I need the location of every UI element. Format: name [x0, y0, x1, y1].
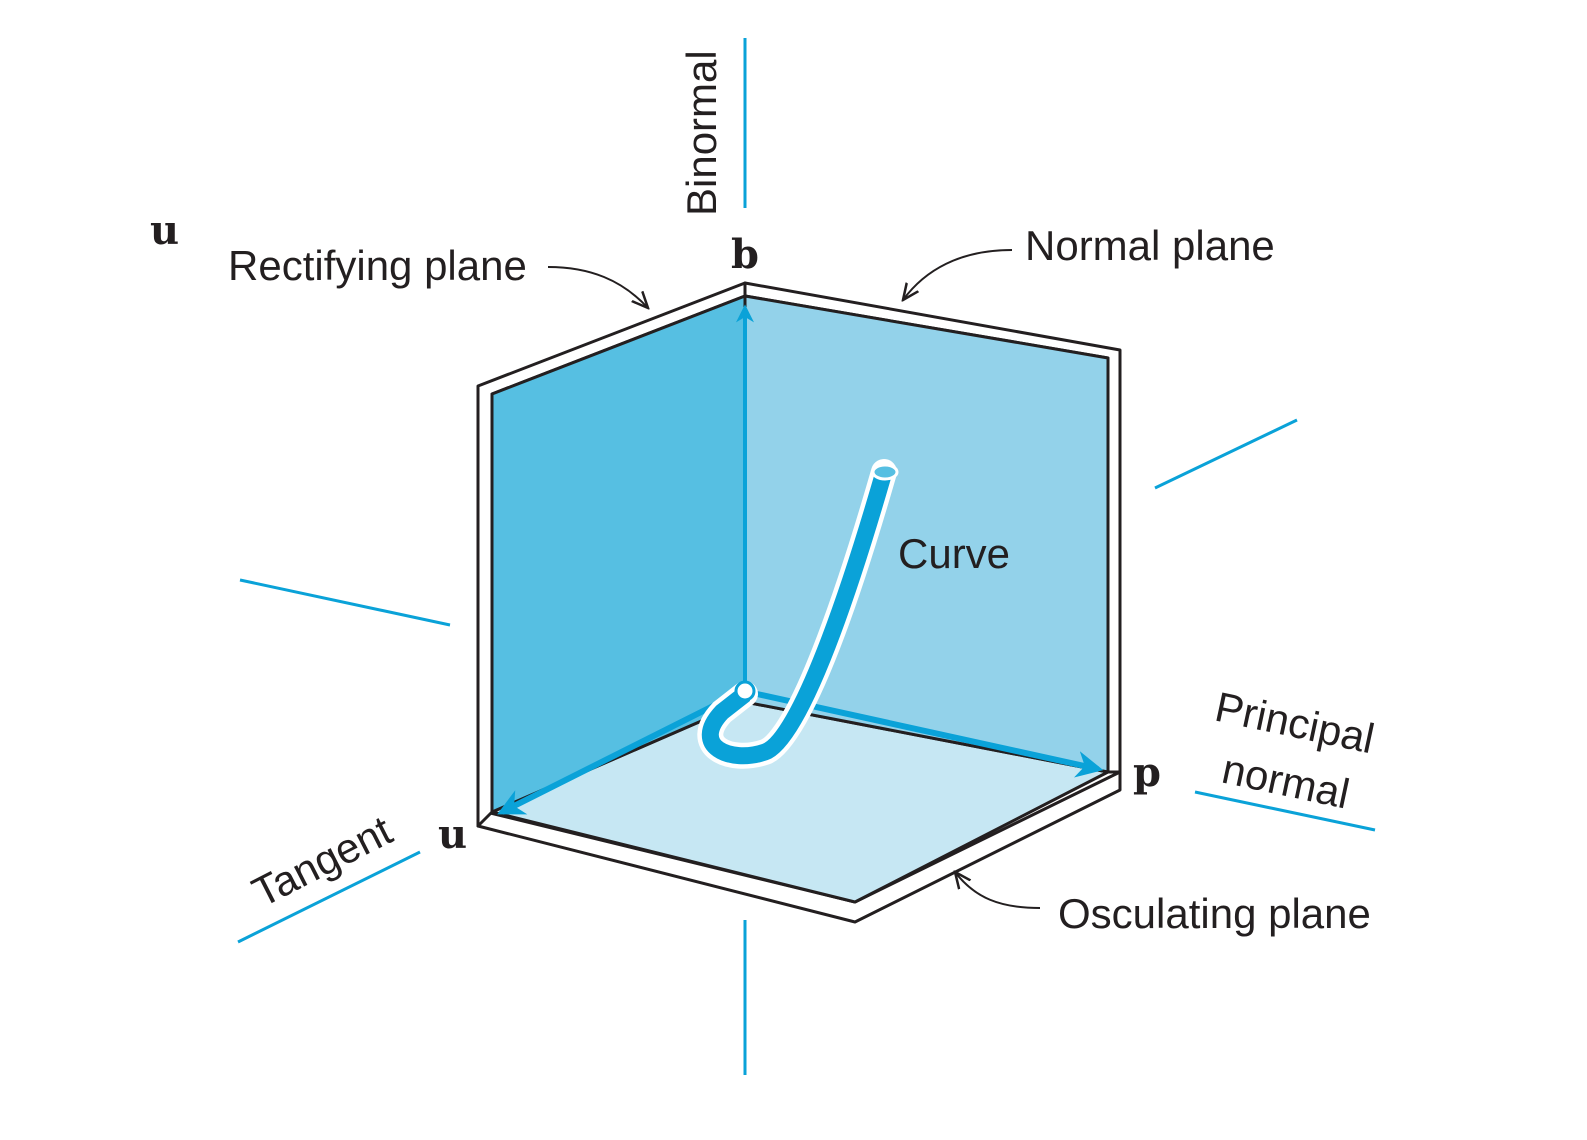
- curve-tube: [701, 469, 893, 765]
- rectifying-plane-pointer: [547, 266, 648, 308]
- tangent-axis-upper: [1154, 418, 1298, 490]
- osculating-plane-pointer: [955, 872, 1041, 909]
- principal-normal-axis-left: [239, 578, 451, 627]
- vector-u-label: u: [438, 811, 467, 858]
- vector-b-label: b: [731, 231, 759, 278]
- tangent-axis-lower: [237, 850, 421, 944]
- principal-normal-axis-right: [1194, 790, 1376, 832]
- osculating-plane-label: Osculating plane: [1058, 890, 1371, 937]
- principal-normal-label-line2: normal: [1218, 745, 1353, 818]
- curve-tube-end: [871, 463, 899, 481]
- binormal-label: Binormal: [678, 50, 725, 216]
- vector-u-arrow: [497, 693, 735, 815]
- rectifying-plane-label: Rectifying plane: [228, 242, 527, 289]
- vector-p-label: p: [1133, 749, 1161, 796]
- normal-plane-pointer: [903, 249, 1013, 300]
- normal-plane-label: Normal plane: [1025, 222, 1275, 269]
- curve-label: Curve: [898, 530, 1010, 577]
- origin-point: [734, 680, 756, 702]
- vector-u-corner-label: u: [150, 207, 179, 254]
